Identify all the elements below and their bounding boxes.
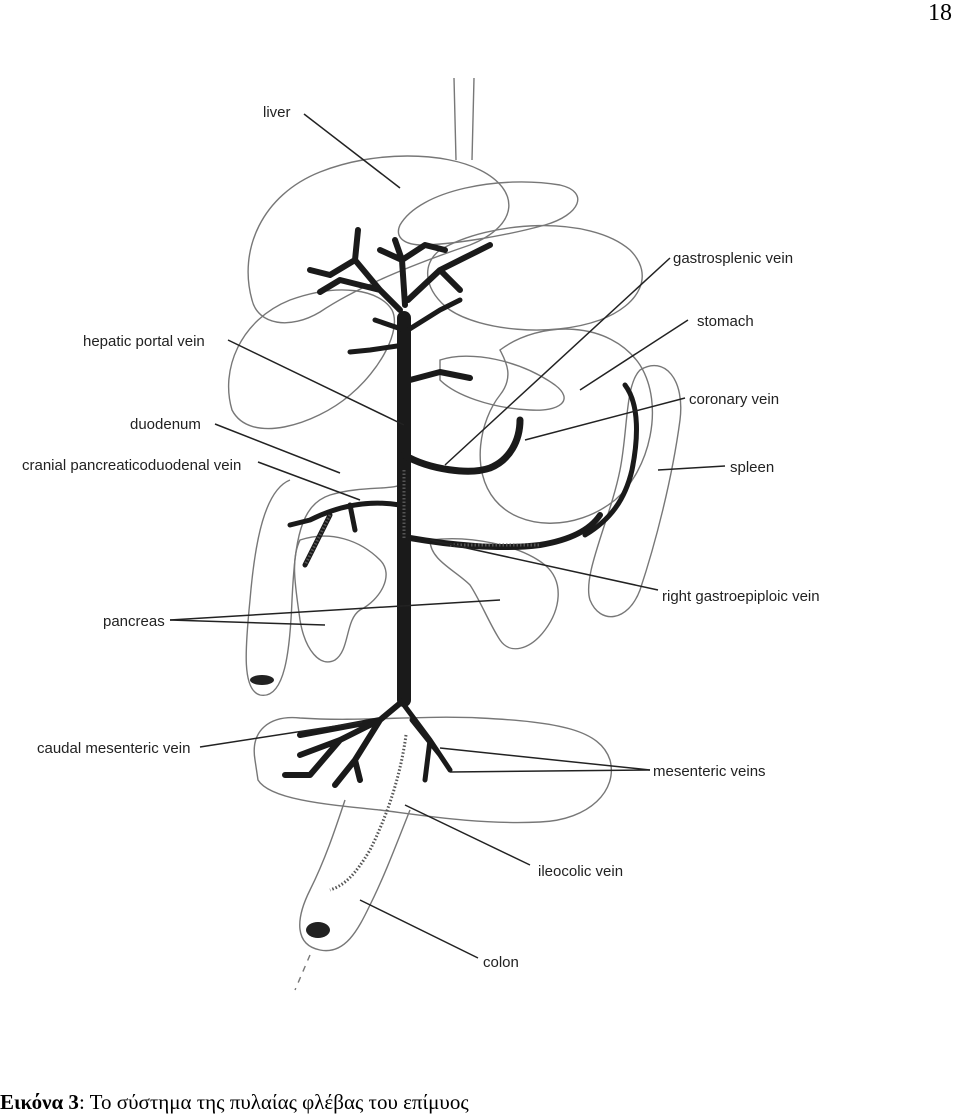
organ-outlines [228,77,682,991]
duodenum-outline [245,479,401,696]
hepatic-branch-left [307,227,403,313]
label-pancreas: pancreas [103,613,165,630]
stomach-outline [479,328,653,524]
leader-pancreas-2 [169,619,326,626]
duodenum-lumen [250,675,274,685]
leader-mesenteric-1 [439,747,651,771]
stomach-branch [407,369,473,383]
leader-coronary [524,397,686,441]
coronary-vein-path [582,382,639,538]
label-spleen: spleen [730,459,774,476]
intestine-outline [253,716,612,824]
hepatic-branch-right [405,242,493,303]
gastrosplenic-vein-path [400,416,524,475]
ileocolic-vein-path [329,734,408,892]
leader-duodenum [214,423,341,474]
vein-tree [282,227,639,892]
leader-spleen [657,465,726,471]
liver-lobe-left [247,155,510,324]
hepatic-branch-lower-left [347,317,407,355]
label-hepatic-portal-vein: hepatic portal vein [83,333,205,350]
label-coronary-vein: coronary vein [689,391,779,408]
pancreas-outline-right [429,538,559,650]
labels: liver gastrosplenic vein stomach hepatic… [22,104,820,971]
leader-pancreas-1 [169,599,501,621]
pancreaticoduodenal-path [287,500,403,568]
leader-gastroepiploic [429,539,659,591]
leader-gastrosplenic [444,257,671,466]
label-cranial-pancreaticoduodenal-vein: cranial pancreaticoduodenal vein [22,457,241,474]
label-duodenum: duodenum [130,416,201,433]
leader-liver [303,113,401,189]
label-gastrosplenic-vein: gastrosplenic vein [673,250,793,267]
spleen-outline [588,364,682,618]
pancreas-outline-left [293,535,387,663]
liver-lobe-lower [228,289,396,430]
stomach-inner [439,355,565,411]
label-stomach: stomach [697,313,754,330]
colon-outline [299,799,411,952]
colon-lumen [306,922,330,938]
label-ileocolic-vein: ileocolic vein [538,863,623,880]
leader-caudal-mesenteric [199,721,363,748]
label-right-gastroepiploic-vein: right gastroepiploic vein [662,588,820,605]
label-caudal-mesenteric-vein: caudal mesenteric vein [37,740,190,757]
mesenteric-fan-left [282,697,407,788]
pancreaticoduodenal-hatched [303,514,332,566]
esophagus-outline [453,77,475,161]
label-mesenteric-veins: mesenteric veins [653,763,766,780]
leader-lines [169,113,726,959]
leader-hepatic-portal [227,339,405,426]
leader-mesenteric-2 [449,769,651,773]
liver-lobe-top [397,181,579,246]
figure-caption: Εικόνα 3: Το σύστημα της πυλαίας φλέβας … [0,1090,469,1115]
mesenteric-fan-right [401,702,453,783]
caption-text: : Το σύστημα της πυλαίας φλέβας του επίμ… [78,1090,469,1114]
leader-pancreaticoduodenal [257,461,361,501]
caption-prefix: Εικόνα 3 [0,1090,79,1114]
hepatic-branch-lower-right [405,297,463,333]
label-colon: colon [483,954,519,971]
leader-colon [359,899,479,959]
label-liver: liver [263,104,291,121]
hepatic-branch-center [377,237,448,308]
page-number: 18 [928,0,952,26]
leader-stomach [579,319,689,391]
portal-vein-diagram: liver gastrosplenic vein stomach hepatic… [22,77,820,991]
leader-ileocolic [404,804,531,866]
rectum-dashed [294,954,311,991]
